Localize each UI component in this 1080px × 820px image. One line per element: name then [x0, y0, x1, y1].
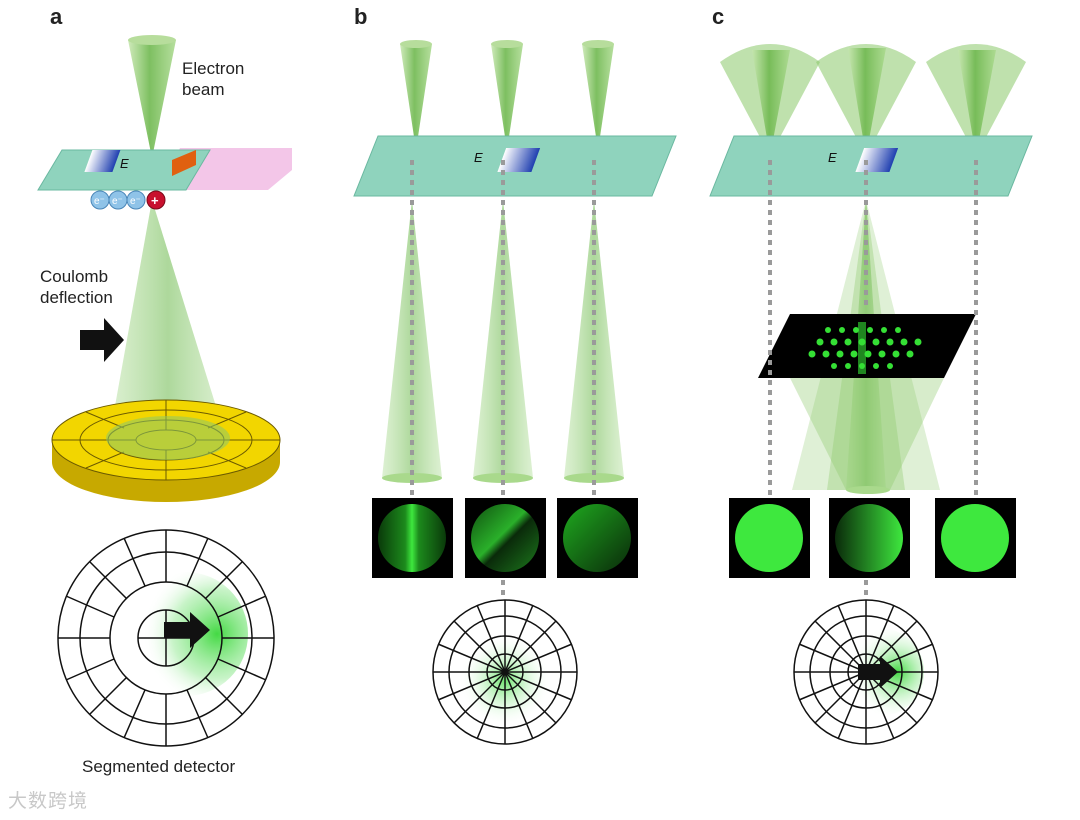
deflected-beam-cone	[108, 200, 228, 445]
panel-letter-a: a	[50, 4, 63, 29]
electron-label-1: e⁻	[94, 196, 105, 207]
segmented-detector-b	[432, 599, 578, 745]
electron-row	[90, 190, 166, 210]
outgoing-beams-b	[382, 200, 624, 483]
segmented-detector-c	[793, 599, 939, 745]
coulomb-deflection-label: Coulomb deflection	[40, 267, 113, 307]
charge-prism	[172, 150, 196, 176]
panel-letter-c: c	[712, 4, 725, 29]
segmented-detector-a	[57, 529, 275, 747]
pattern-c1	[735, 504, 803, 572]
field-label-b: E	[474, 150, 483, 165]
diffraction-patterns-b	[372, 498, 638, 578]
watermark: 大数跨境	[8, 790, 89, 812]
electron-beam-label: Electron beam	[182, 59, 245, 99]
pattern-b3	[563, 504, 631, 572]
incoming-beams-b	[400, 40, 614, 150]
pattern-b1	[378, 504, 446, 572]
panel-c	[709, 44, 1033, 745]
field-box	[84, 150, 121, 172]
field-box-c	[855, 148, 899, 172]
charge-label: +	[151, 193, 159, 208]
pattern-b2	[471, 504, 539, 572]
positive-charge	[146, 190, 166, 210]
field-box-b	[497, 148, 541, 172]
converging-beam-c	[790, 378, 944, 494]
deflection-arrow	[80, 318, 124, 362]
electron-beam-cone	[128, 35, 176, 158]
electron-label-2: e⁻	[112, 196, 123, 207]
panel-b	[353, 40, 677, 745]
sample-plate	[37, 149, 211, 191]
incoming-cones-c	[720, 44, 1026, 156]
panel-letter-b: b	[354, 4, 368, 29]
field-label-a: E	[120, 156, 129, 171]
field-label-c: E	[828, 150, 837, 165]
deflection-arrow-detector	[164, 612, 210, 648]
yellow-detector-disk	[51, 399, 281, 502]
diffraction-patterns-c	[729, 498, 1016, 578]
diffraction-screen	[758, 314, 976, 378]
electron-label-3: e⁻	[130, 196, 141, 207]
deflection-arrow-c	[858, 656, 898, 688]
segmented-detector-label: Segmented detector	[82, 757, 236, 776]
pattern-c3	[941, 504, 1009, 572]
pattern-c2	[835, 504, 903, 572]
panel-a	[37, 35, 292, 747]
